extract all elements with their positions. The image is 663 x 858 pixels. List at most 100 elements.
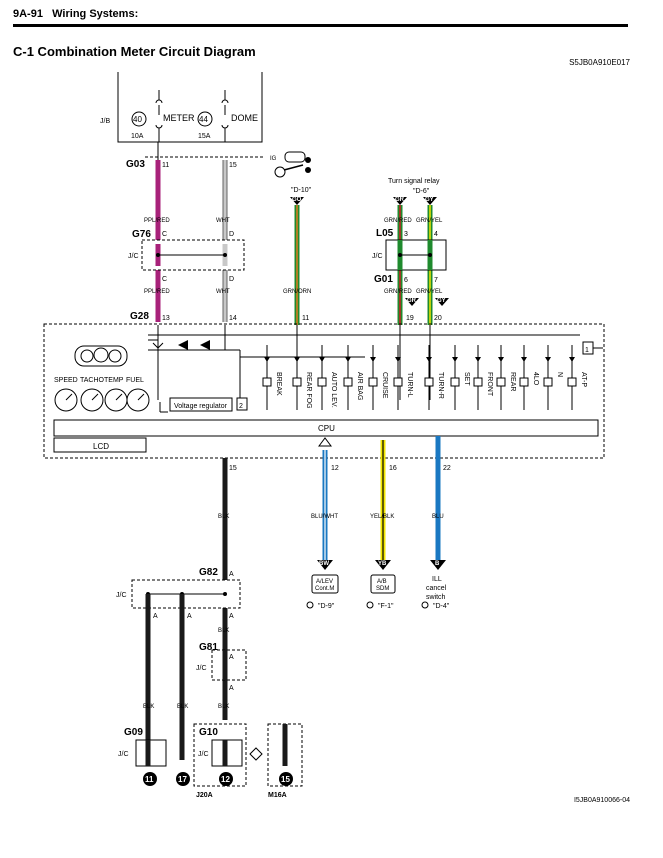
wire-label-grn-yel-1: GRN/YEL xyxy=(416,218,443,224)
lamp-ind_airbag-icon xyxy=(343,377,353,387)
lamp-label-cruise: CRUISE xyxy=(381,372,388,399)
lamp-ind_atp-icon xyxy=(567,377,577,387)
dest-contm-label: Cont.M xyxy=(315,586,334,592)
arrow-gy-top-label: GY xyxy=(425,197,434,203)
dest-alev-box xyxy=(311,574,339,594)
pin-l05-3: 3 xyxy=(404,231,408,238)
section-header: 9A-91 Wiring Systems: xyxy=(13,8,138,20)
ground-terminals: 11 17 12 15 xyxy=(143,772,293,786)
pin-meter-22: 22 xyxy=(443,465,451,472)
wire-label-blk-5: BLK xyxy=(218,704,229,710)
wire-label-grn-red-2: GRN/RED xyxy=(384,289,412,295)
svg-text:IG: IG xyxy=(270,156,277,162)
pin-g03-15: 15 xyxy=(229,162,237,169)
ref-d9: "D-9" xyxy=(318,603,335,610)
wire-label-grn-yel-2: GRN/YEL xyxy=(416,289,443,295)
wire-label-blu: BLU xyxy=(432,514,444,520)
jc-label-g82: J/C xyxy=(116,592,127,599)
pin-split-a1: A xyxy=(153,613,158,620)
arrow-b xyxy=(430,560,446,570)
fuse-dome-amp: 15A xyxy=(198,133,211,140)
connector-m16a: M16A xyxy=(268,792,287,799)
arrow-gy-bottom xyxy=(435,298,449,306)
lamp-ind_front-icon xyxy=(473,377,483,387)
pin-split-a3: A xyxy=(229,613,234,620)
pin-g03-11: 11 xyxy=(162,162,169,169)
pin-g76-d-2: D xyxy=(229,276,234,283)
lamp-ind_set-icon xyxy=(450,377,460,387)
pin-meter-16: 16 xyxy=(389,465,397,472)
wire-label-wht-2: WHT xyxy=(216,289,230,295)
pin-g01-6: 6 xyxy=(404,277,408,284)
terminal-15-label: 15 xyxy=(281,775,290,784)
gauge-label-speed: SPEED xyxy=(54,377,78,384)
jc-label-g76: J/C xyxy=(128,253,139,260)
section-number: 9A-91 xyxy=(13,8,43,20)
cpu-box xyxy=(53,419,599,437)
lcd-box xyxy=(53,437,147,453)
arrow-go xyxy=(290,197,304,205)
pin-g76-c-2: C xyxy=(162,276,167,283)
lamp-label-n: N xyxy=(556,372,563,377)
connector-view-icon-d4 xyxy=(421,601,429,609)
terminal-17 xyxy=(176,772,190,786)
jc-label-l05: J/C xyxy=(372,253,383,260)
arrow-yb-label: YB xyxy=(378,561,387,567)
arrow-gr-bottom-label: GR xyxy=(407,298,417,304)
cpu-label: CPU xyxy=(318,424,335,433)
lamp-ind_turnr-icon xyxy=(424,377,434,387)
voltage-regulator-label: Voltage regulator xyxy=(174,403,228,410)
lamp-label-4lo: 4LO xyxy=(532,372,539,386)
lamp-label-airbag: AIR BAG xyxy=(356,372,363,400)
connector-view-icon-d9 xyxy=(306,601,314,609)
connector-j20a: J20A xyxy=(196,792,213,799)
pin-meter-15: 15 xyxy=(229,465,237,472)
connector-g81: G81 xyxy=(199,642,218,653)
wire-label-wht-1: WHT xyxy=(216,218,230,224)
lamp-label-rear: REAR xyxy=(509,372,516,391)
fuse-dome-name: DOME xyxy=(231,113,258,123)
lamp-ind_break-icon xyxy=(262,377,272,387)
fuse-40-number: 40 xyxy=(133,115,142,124)
wire-label-yel-blk: YEL/BLK xyxy=(370,514,394,520)
connector-g09: G09 xyxy=(124,727,143,738)
wire-label-blk-2: BLK xyxy=(218,628,229,634)
terminal-12-label: 12 xyxy=(221,775,230,784)
pin-g81-a: A xyxy=(229,654,234,661)
pin-internal-2: 2 xyxy=(239,403,243,410)
jb-label: J/B xyxy=(100,118,110,125)
pin-g01-7: 7 xyxy=(434,277,438,284)
wire-label-blk-1: BLK xyxy=(218,514,229,520)
dest-sdm-label: SDM xyxy=(376,586,389,592)
pin-meter-12: 12 xyxy=(331,465,339,472)
terminal-15 xyxy=(279,772,293,786)
jc-label-g81: J/C xyxy=(196,665,207,672)
arrow-bw-label: BW xyxy=(319,561,329,567)
pin-split-a2: A xyxy=(187,613,192,620)
connector-g82: G82 xyxy=(199,567,218,578)
pin-g81-a2: A xyxy=(229,685,234,692)
lamp-label-autolev: AUTO LEV. xyxy=(330,372,337,408)
wire-label-blk-4: BLK xyxy=(177,704,188,710)
voltage-regulator-box xyxy=(169,397,233,412)
fuse-44-badge xyxy=(197,111,213,127)
lamp-ind_autolev-icon xyxy=(317,377,327,387)
turn-relay-label: Turn signal relay xyxy=(388,178,440,185)
connector-l05: L05 xyxy=(376,228,394,239)
pin-g28-13: 13 xyxy=(162,315,170,322)
pin-internal-1: 1 xyxy=(585,347,589,354)
fuse-meter-name: METER xyxy=(163,113,195,123)
connector-g10: G10 xyxy=(199,727,218,738)
lcd-label: LCD xyxy=(93,442,109,451)
pin-g28-20: 20 xyxy=(434,315,442,322)
arrow-b-label: B xyxy=(435,561,440,567)
ref-d10: "D-10" xyxy=(291,187,312,194)
arrow-yb xyxy=(375,560,391,570)
wire-label-ppl-red-1: PPL/RED xyxy=(144,218,170,224)
connector-g81-box xyxy=(211,649,247,681)
dest-ill-label: ILL xyxy=(432,576,442,583)
terminal-12 xyxy=(219,772,233,786)
lamp-label-atp: AT-P xyxy=(580,372,587,387)
